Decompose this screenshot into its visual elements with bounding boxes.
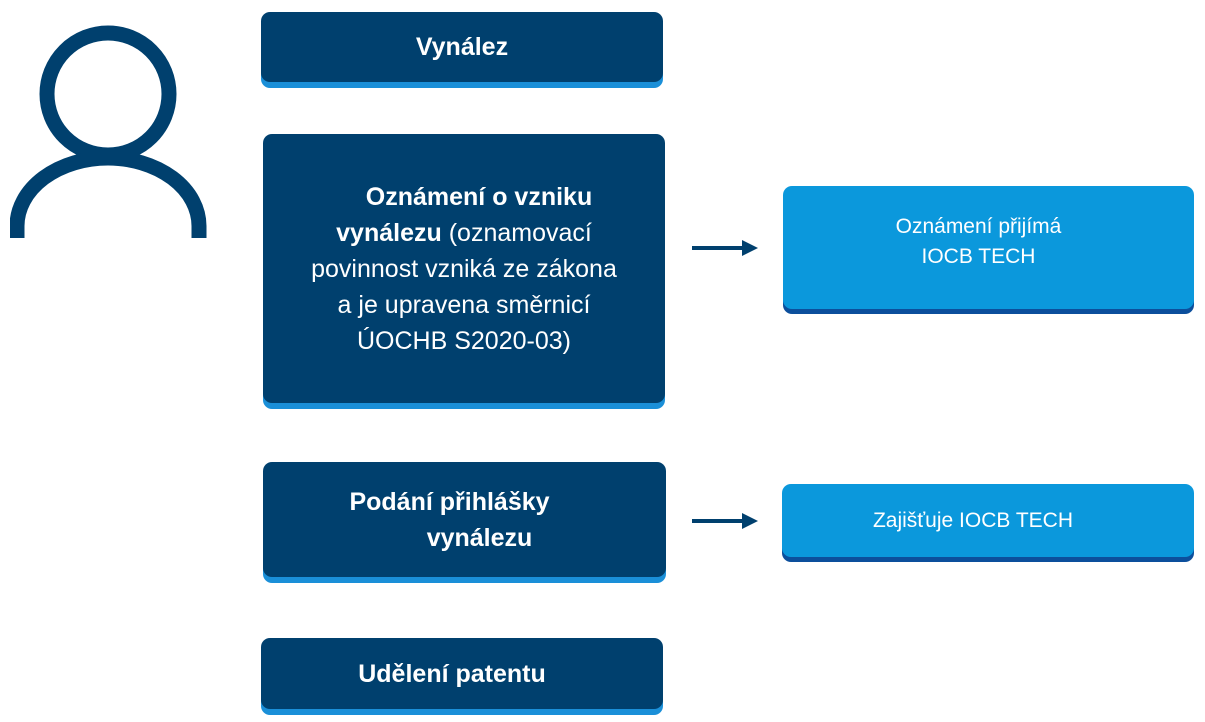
outcome-notice-received: Oznámení přijímá IOCB TECH [783, 186, 1194, 309]
step-invention-notice-text-4: a je upravena směrnicí [337, 290, 591, 319]
step-invention-notice-line-5: ÚOCHB S2020-03) [357, 323, 571, 359]
step-invention-notice-text-5: ÚOCHB S2020-03) [357, 326, 571, 355]
step-invention-notice-text-3: povinnost vzniká ze zákona [311, 254, 617, 283]
step-invention-notice: Oznámení o vzniku vynálezu (oznamovací p… [263, 134, 665, 403]
step-invention-notice-bold-1: Oznámení o vzniku [365, 182, 593, 211]
outcome-provided-by-line: Zajišťuje IOCB TECH [872, 509, 1074, 532]
step-patent-grant: Udělení patentu [261, 638, 663, 709]
step-patent-application-line-1: Podání přihlášky [349, 484, 579, 520]
step-invention-notice-bold-2: vynálezu [336, 218, 442, 247]
arrow-right-icon [692, 240, 758, 256]
step-patent-grant-line: Udělení patentu [358, 656, 566, 692]
outcome-notice-received-line-1: Oznámení přijímá [895, 215, 1062, 238]
step-invention-notice-text-2: (oznamovací [441, 218, 592, 247]
step-invention-notice-line-2: vynálezu (oznamovací [336, 215, 592, 251]
step-invention-line: Vynález [416, 29, 508, 65]
step-invention-text: Vynález [415, 33, 509, 61]
person-icon [10, 25, 207, 238]
step-patent-application-text-2: vynálezu [426, 523, 533, 552]
arrow-right-icon [692, 513, 758, 529]
step-patent-application-text-1: Podání přihlášky [349, 487, 550, 516]
step-invention: Vynález [261, 12, 663, 82]
outcome-provided-by: Zajišťuje IOCB TECH [782, 484, 1194, 557]
outcome-notice-received-line-2: IOCB TECH [921, 245, 1036, 268]
step-invention-notice-line-4: a je upravena směrnicí [338, 287, 591, 323]
step-patent-grant-text: Udělení patentu [358, 659, 546, 688]
step-patent-application: Podání přihlášky vynálezu [263, 462, 666, 577]
step-invention-notice-line-3: povinnost vzniká ze zákona [311, 251, 617, 287]
step-patent-application-line-2: vynálezu [397, 520, 533, 556]
step-invention-notice-line-1: Oznámení o vzniku [336, 179, 592, 215]
